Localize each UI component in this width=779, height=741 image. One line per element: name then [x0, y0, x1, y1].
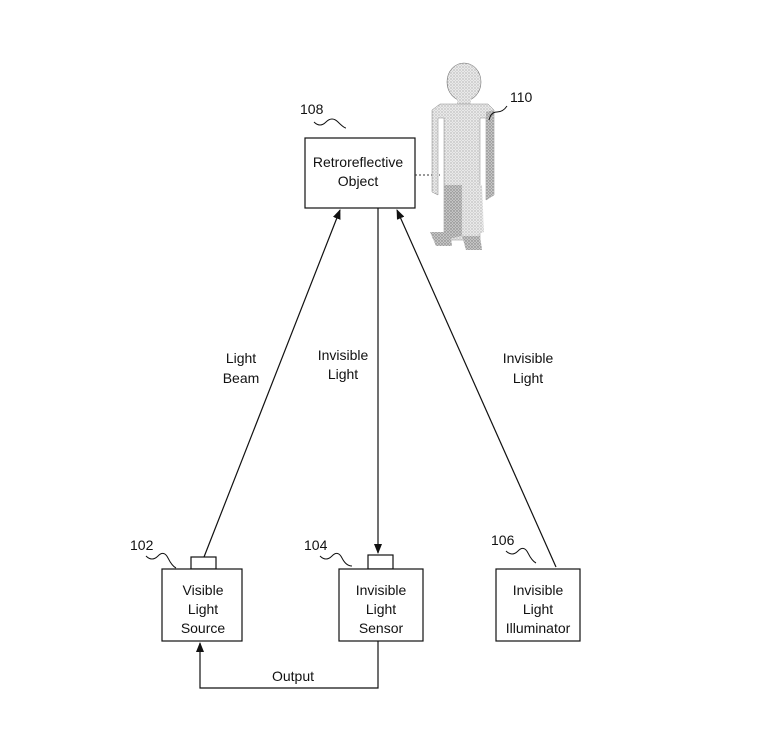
light-beam-label-line-1: Light	[226, 350, 256, 366]
invisible-light-sensor-label-line-2: Light	[366, 601, 396, 617]
retroreflective-object-node: Retroreflective Object	[304, 137, 416, 209]
ref-104-leader	[319, 552, 353, 567]
invisible-light-illuminator-label-line-2: Light	[523, 601, 553, 617]
invisible-light-right-label-line-1: Invisible	[503, 350, 554, 366]
ref-108-leader	[313, 118, 347, 129]
visible-light-source-label-line-3: Source	[181, 620, 226, 636]
ref-102: 102	[130, 537, 154, 553]
invisible-light-sensor-node: Invisible Light Sensor	[338, 554, 424, 642]
invisible-light-illuminator-arrow	[396, 209, 557, 568]
visible-light-source-label-line-1: Visible	[183, 582, 224, 598]
light-beam-label-line-2: Beam	[223, 370, 260, 386]
invisible-light-sensor-window	[367, 554, 394, 570]
output-feedback-arrow	[196, 641, 379, 689]
invisible-light-illuminator-label-line-3: Illuminator	[506, 620, 571, 636]
invisible-light-sensor-label-line-1: Invisible	[356, 582, 407, 598]
invisible-light-illuminator-label-line-1: Invisible	[513, 582, 564, 598]
visible-light-source-emitter	[190, 556, 217, 570]
invisible-light-illuminator-box	[495, 568, 581, 642]
ref-108: 108	[300, 101, 324, 117]
retroreflective-object-label-line-1: Retroreflective	[313, 154, 403, 170]
ref-102-leader	[145, 552, 177, 569]
visible-light-source-label-line-2: Light	[188, 601, 218, 617]
retroreflective-object-label-line-2: Object	[338, 173, 379, 189]
invisible-light-right-label-line-2: Light	[513, 370, 543, 386]
invisible-light-center-label-line-1: Invisible	[318, 347, 369, 363]
ref-106: 106	[491, 532, 515, 548]
ref-106-leader	[505, 547, 537, 564]
invisible-light-sensor-label-line-3: Sensor	[359, 620, 404, 636]
visible-light-source-box	[161, 568, 243, 642]
invisible-light-center-label-line-2: Light	[328, 366, 358, 382]
light-beam-arrow	[203, 209, 341, 558]
ref-104: 104	[304, 537, 328, 553]
output-label: Output	[272, 668, 314, 684]
invisible-light-illuminator-node: Invisible Light Illuminator	[495, 568, 581, 642]
person-figure	[430, 62, 495, 250]
retroreflective-object-box	[304, 137, 416, 209]
ref-110-leader	[488, 105, 508, 121]
ref-110: 110	[510, 89, 533, 105]
invisible-light-sensor-box	[338, 568, 424, 642]
visible-light-source-node: Visible Light Source	[161, 556, 243, 642]
